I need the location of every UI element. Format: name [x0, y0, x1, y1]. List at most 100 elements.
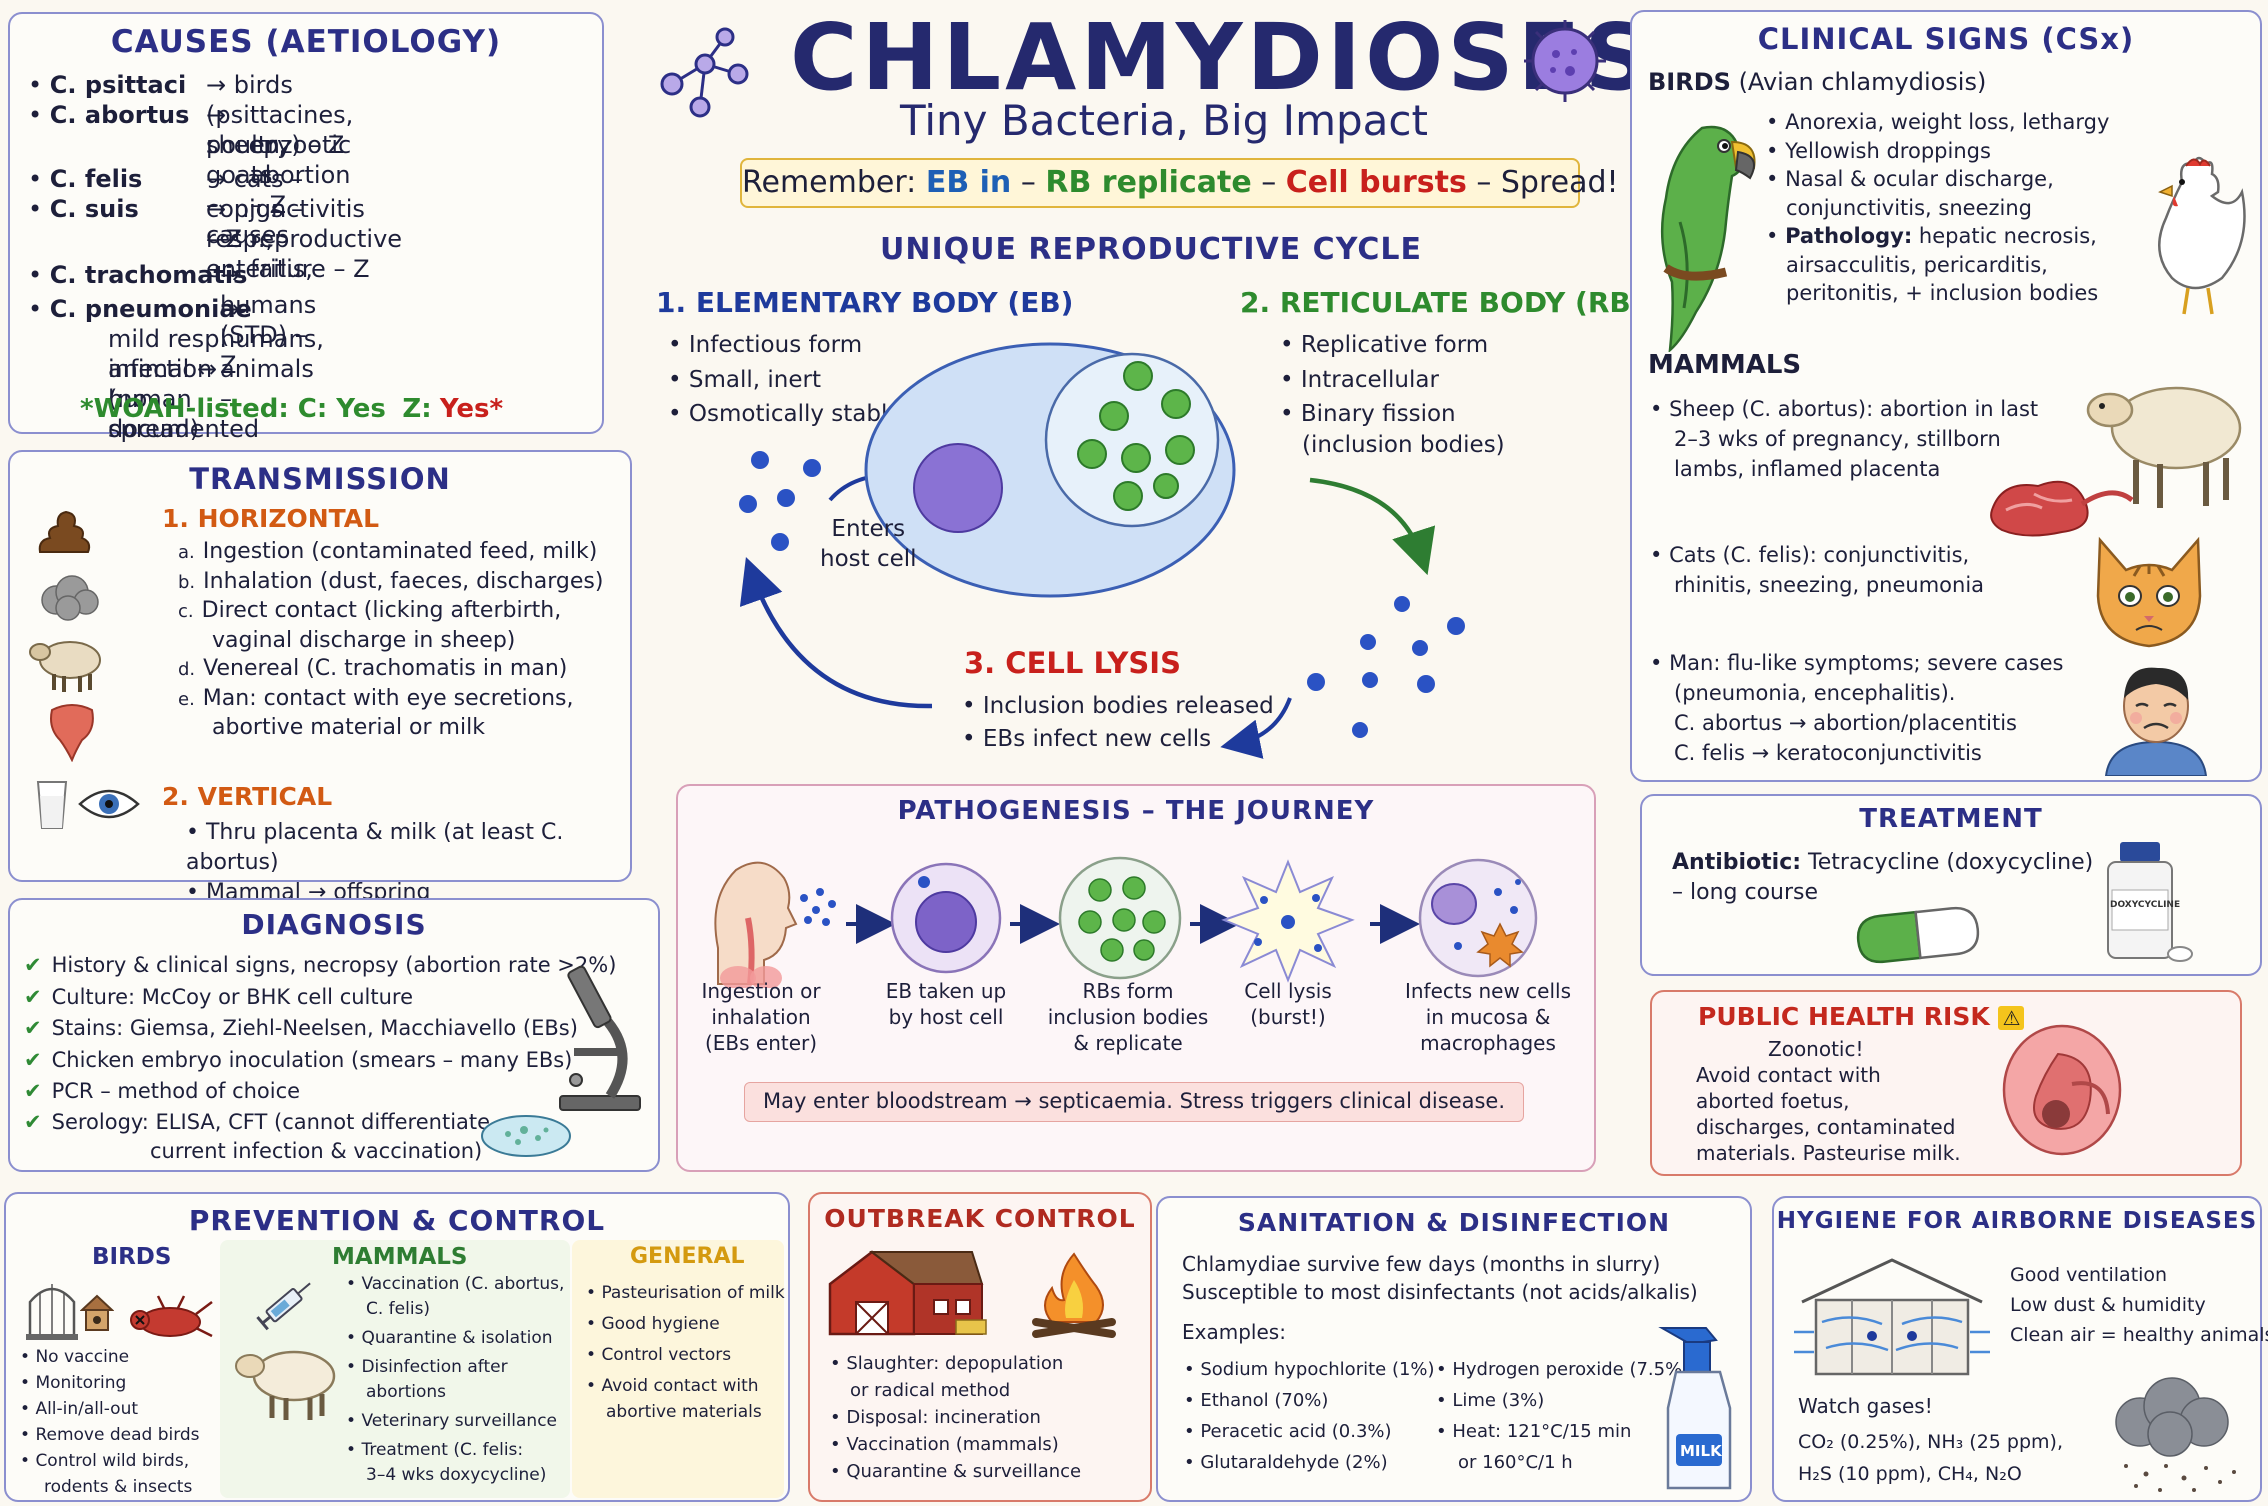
- pathogenesis-title: PATHOGENESIS – THE JOURNEY: [897, 796, 1375, 826]
- eb-list: Infectious form Small, inert Osmotically…: [668, 328, 902, 432]
- syringe-icon: [256, 1282, 311, 1331]
- prev-general-title: GENERAL: [630, 1244, 745, 1269]
- rb-item: Replicative form: [1280, 328, 1505, 363]
- birdhouse-icon: [80, 1294, 114, 1331]
- treatment-course: – long course: [1672, 880, 1819, 905]
- prev-mammal-item: Veterinary surveillance: [346, 1409, 564, 1434]
- horizontal-item: c.Direct contact (licking afterbirth,vag…: [178, 598, 562, 653]
- prevention-title: PREVENTION & CONTROL: [188, 1204, 606, 1237]
- prev-bird-item: Monitoring: [20, 1370, 200, 1396]
- cause-text: → cats – conjunctivitis – Z: [206, 165, 365, 253]
- rb-title: 2. RETICULATE BODY (RB): [1240, 286, 1644, 319]
- check-icon: ✔: [24, 1109, 42, 1134]
- prev-general-item: Good hygiene: [586, 1311, 785, 1337]
- cause-text: → sheep, goats – causes: [206, 101, 289, 249]
- woah-label: *WOAH-listed: C: Yes: [80, 394, 386, 424]
- disinfectant-item: Ethanol (70%): [1184, 1385, 1435, 1416]
- woah-z-value: Yes*: [439, 394, 504, 424]
- remember-box: Remember: EB in – RB replicate – Cell bu…: [740, 158, 1619, 208]
- page-subtitle: Tiny Bacteria, Big Impact: [900, 96, 1428, 145]
- horizontal-item: b.Inhalation (dust, faeces, discharges): [178, 568, 604, 594]
- cause-row: C. felis → cats – conjunctivitis – Z: [28, 160, 365, 253]
- prev-bird-item: No vaccine: [20, 1344, 200, 1370]
- transmission-title: TRANSMISSION: [189, 462, 451, 496]
- prevention-panel: PREVENTION & CONTROL BIRDS No vaccine Mo…: [4, 1192, 790, 1502]
- outbreak-panel: OUTBREAK CONTROL Slaughter: depopulation…: [808, 1192, 1152, 1502]
- cause-text: → humans (STD) – Z: [220, 261, 317, 379]
- bottle-label: DOXYCYCLINE: [2110, 900, 2181, 910]
- check-icon: ✔: [24, 1016, 42, 1040]
- woah-z-label: Z:: [402, 394, 432, 424]
- prev-bird-item: All-in/all-out: [20, 1396, 200, 1422]
- disinfectant-col-2: Hydrogen peroxide (7.5%) Lime (3%) Heat:…: [1436, 1354, 1689, 1478]
- dust-cloud-icon: [41, 575, 99, 621]
- pathogenesis-note: May enter bloodstream → septicaemia. Str…: [744, 1082, 1524, 1122]
- bird-sign: Anorexia, weight loss, lethargy: [1766, 108, 2109, 137]
- page-title: CHLAMYDIOSES: [790, 4, 1655, 111]
- outbreak-item: Disposal: incineration: [830, 1404, 1081, 1431]
- disinfectant-item: Glutaraldehyde (2%): [1184, 1447, 1435, 1478]
- cause-text: enzootic abortion – Z: [250, 131, 352, 219]
- treatment-drug: Tetracycline (doxycycline): [1808, 850, 2094, 875]
- ventilated-barn-icon: [1794, 1258, 1990, 1376]
- sheep-icon: [235, 1350, 336, 1420]
- hygiene-tip: Good ventilation: [2010, 1264, 2168, 1286]
- diagnosis-list: ✔History & clinical signs, necropsy (abo…: [24, 950, 616, 1166]
- man-sign: Man: flu-like symptoms; severe cases(pne…: [1650, 648, 2063, 768]
- prev-mammal-item: Treatment (C. felis:3–4 wks doxycycline): [346, 1438, 564, 1488]
- virus-icon: [1524, 20, 1606, 102]
- cause-row: C. psittaci→ birds (psittacines, poultry…: [28, 70, 353, 159]
- gases-line: H₂S (10 ppm), CH₄, N₂O: [1798, 1463, 2022, 1485]
- bird-sign: Nasal & ocular discharge,conjunctivitis,…: [1766, 165, 2109, 222]
- disinfectant-item: Hydrogen peroxide (7.5%): [1436, 1354, 1689, 1385]
- disinfectant-item: Heat: 121°C/15 min: [1436, 1416, 1689, 1447]
- prev-bird-item: Remove dead birds: [20, 1422, 199, 1448]
- prev-mammals-title: MAMMALS: [332, 1244, 468, 1270]
- cause-text: → pigs – resp., enteritis,: [206, 195, 313, 283]
- cause-text: reproductive failure – Z: [250, 225, 403, 283]
- enters-line: host cell: [820, 546, 917, 572]
- diagnosis-item: ✔Stains: Giemsa, Ziehl-Neelsen, Macchiav…: [24, 1016, 578, 1040]
- diagnosis-item: ✔Culture: McCoy or BHK cell culture: [24, 984, 414, 1009]
- cause-row: C. abortus→ sheep, goats – causesenzooti…: [28, 100, 351, 249]
- cats-sign: Cats (C. felis): conjunctivitis,rhinitis…: [1650, 540, 1984, 600]
- eye-icon: [78, 789, 140, 819]
- remember-burst: Cell bursts: [1285, 165, 1467, 200]
- sheep-icon: [2086, 386, 2242, 508]
- rb-item: Intracellular: [1280, 363, 1505, 398]
- disinfectant-col-1: Sodium hypochlorite (1%) Ethanol (70%) P…: [1184, 1354, 1435, 1478]
- prev-bird-item: Control wild birds,: [20, 1448, 200, 1474]
- fire-icon: [1032, 1252, 1116, 1338]
- cause-row: C. suis → pigs – resp., enteritis,reprodu…: [28, 194, 402, 283]
- eb-particles: [739, 451, 821, 551]
- treatment-bold: Antibiotic:: [1672, 850, 1802, 875]
- cause-name: C. felis: [49, 165, 143, 193]
- hygiene-panel: HYGIENE FOR AIRBORNE DISEASES Good venti…: [1772, 1196, 2268, 1502]
- hygiene-watch: Watch gases!: [1798, 1394, 1933, 1418]
- cause-row: C. pneumoniae→ humans, animals –mild res…: [28, 290, 324, 443]
- lysis-list: Inclusion bodies released EBs infect new…: [962, 690, 1274, 756]
- eb-title: 1. ELEMENTARY BODY (EB): [656, 286, 1074, 319]
- prev-bird-item: rodents & insects: [44, 1477, 193, 1497]
- pathogenesis-diagram: [714, 856, 1538, 988]
- transmission-panel: TRANSMISSION 1. HORIZONTAL a.Ingestion (…: [8, 450, 632, 905]
- prev-mammal-item: Quarantine & isolation: [346, 1326, 564, 1351]
- remember-dash: –: [1011, 165, 1046, 200]
- cycle-diagram: [739, 342, 1465, 759]
- disinfectant-item: Sodium hypochlorite (1%): [1184, 1354, 1434, 1385]
- birds-sub: (Avian chlamydiosis): [1738, 68, 1987, 96]
- sanitation-intro: Chlamydiae survive few days (months in s…: [1182, 1252, 1698, 1304]
- cause-text: mild resp. infection (no documented: [108, 325, 260, 443]
- cause-row: C. trachomatis→ humans (STD) – Z: [28, 254, 316, 379]
- sanitation-title: SANITATION & DISINFECTION: [1237, 1208, 1671, 1237]
- molecule-icon: [660, 27, 749, 118]
- hygiene-tip: Clean air = healthy animals: [2010, 1324, 2268, 1346]
- mammals-title: MAMMALS: [1648, 350, 1802, 380]
- lysis-title: 3. CELL LYSIS: [964, 646, 1181, 680]
- check-icon: ✔: [24, 984, 42, 1009]
- droppings-icon: [38, 510, 91, 553]
- cause-name: C. suis: [49, 195, 139, 223]
